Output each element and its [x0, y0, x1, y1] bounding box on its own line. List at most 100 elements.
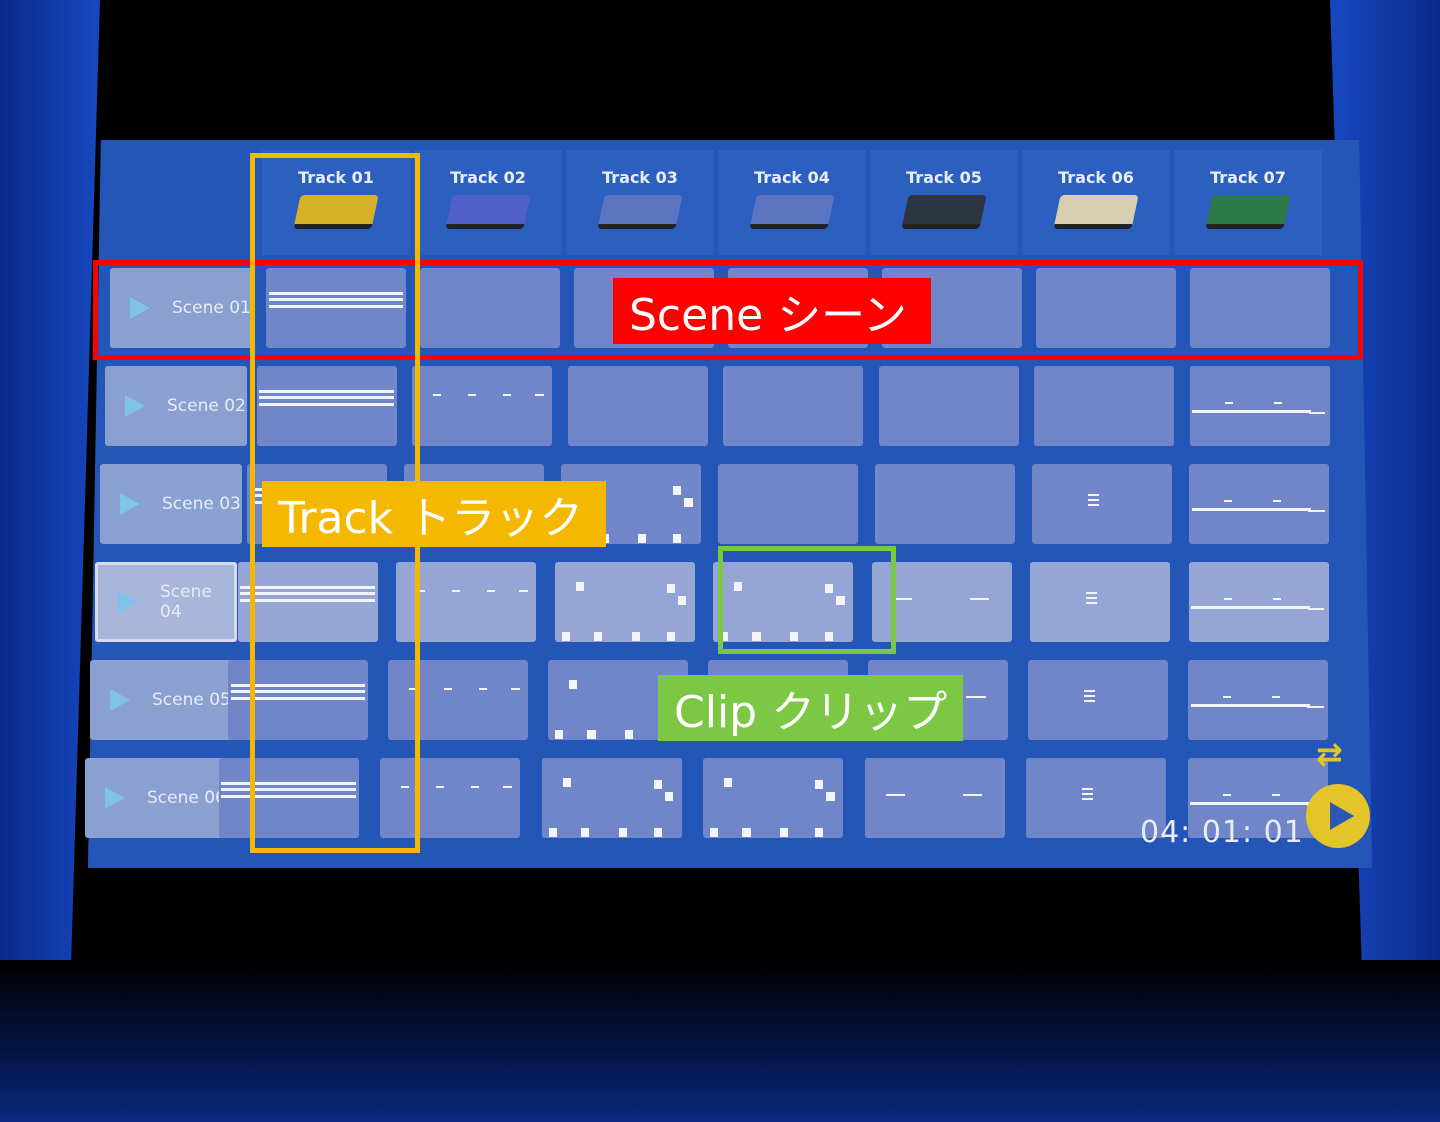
clip-note	[1307, 706, 1324, 709]
track-header[interactable]: Track 06	[1022, 150, 1170, 255]
clip-note	[519, 590, 528, 592]
clip[interactable]	[1026, 758, 1166, 838]
clip-note	[1308, 412, 1326, 415]
clip-note	[892, 598, 913, 600]
clip-note	[569, 680, 578, 689]
clip-note	[221, 794, 356, 798]
clip[interactable]	[412, 366, 552, 446]
clip[interactable]	[266, 268, 406, 348]
clip[interactable]	[1189, 464, 1329, 544]
clip-note	[417, 590, 426, 592]
clip-note	[587, 730, 596, 740]
clip-note	[259, 390, 394, 393]
clip[interactable]	[864, 758, 1005, 838]
clip[interactable]	[554, 562, 695, 642]
clip-note	[580, 828, 590, 838]
clip-note	[436, 786, 445, 788]
scene-launch-button[interactable]: Scene 02	[105, 366, 247, 446]
clip[interactable]	[1032, 464, 1172, 544]
clip-note	[240, 598, 375, 602]
play-button[interactable]	[1306, 784, 1370, 848]
clip[interactable]	[1187, 758, 1328, 838]
clip-slot-empty[interactable]	[1034, 366, 1174, 446]
clip-note	[638, 534, 647, 544]
clip-note	[1086, 597, 1098, 600]
clip[interactable]	[388, 660, 528, 740]
clip-slot-empty[interactable]	[878, 366, 1019, 446]
clip[interactable]	[237, 562, 378, 642]
clip-note	[1082, 793, 1094, 796]
clip[interactable]	[541, 758, 682, 838]
synth-icon	[445, 195, 531, 229]
clip[interactable]	[1189, 366, 1330, 446]
clip[interactable]	[871, 562, 1012, 642]
scene-launch-button[interactable]: Scene 04	[95, 562, 237, 642]
clip-slot-empty[interactable]	[718, 464, 858, 544]
clip-note	[815, 828, 824, 838]
scene-launch-button[interactable]: Scene 06	[85, 758, 227, 838]
clip-note	[548, 828, 557, 838]
clip-note	[653, 779, 662, 789]
clip-slot-empty[interactable]	[420, 268, 560, 348]
synth-icon	[1053, 195, 1139, 229]
clip-note	[1084, 690, 1096, 693]
scene-annotation: Scene シーン	[613, 278, 931, 344]
clip-note	[240, 592, 375, 596]
loop-icon[interactable]: ⇄	[1316, 735, 1343, 773]
clip-note	[259, 396, 394, 400]
clip-slot-empty[interactable]	[567, 366, 708, 446]
track-header[interactable]: Track 01	[262, 150, 410, 255]
clip[interactable]	[218, 758, 359, 838]
clip-note	[1308, 510, 1325, 513]
clip[interactable]	[703, 758, 843, 838]
clip-note	[268, 304, 404, 308]
clip-annotation: Clip クリップ	[658, 675, 964, 741]
clip-note	[230, 684, 366, 687]
track-header[interactable]: Track 03	[566, 150, 714, 255]
stage-wall-left	[0, 0, 100, 1000]
clip[interactable]	[380, 758, 520, 838]
clip[interactable]	[228, 660, 368, 740]
play-triangle-icon	[130, 297, 150, 319]
track-name: Track 05	[906, 168, 982, 187]
clip[interactable]	[1188, 562, 1329, 642]
clip-note	[673, 485, 682, 495]
clip-note	[826, 791, 835, 801]
clip-note	[468, 394, 477, 396]
scene-launch-button[interactable]: Scene 01	[110, 268, 252, 348]
scene-launch-button[interactable]: Scene 05	[90, 660, 232, 740]
clip-note	[962, 794, 983, 796]
clip[interactable]	[1188, 660, 1328, 740]
clip-note	[666, 632, 675, 642]
clip-note	[1307, 608, 1325, 611]
track-header[interactable]: Track 07	[1174, 150, 1322, 255]
clip-note	[221, 788, 356, 792]
clip-note	[836, 595, 845, 605]
clip-note	[452, 590, 461, 592]
clip-note	[1082, 798, 1094, 800]
scene-launch-button[interactable]: Scene 03	[100, 464, 242, 544]
clip[interactable]	[1028, 660, 1168, 740]
clip-slot-empty[interactable]	[1036, 268, 1176, 348]
clip-note	[562, 778, 571, 787]
clip[interactable]	[713, 562, 853, 642]
clip-slot-empty[interactable]	[875, 464, 1015, 544]
clip-note	[1088, 504, 1100, 506]
play-triangle-icon	[110, 689, 130, 711]
clip-note	[503, 786, 512, 788]
clip-note	[268, 292, 404, 295]
clip[interactable]	[1030, 562, 1170, 642]
clip-note	[444, 688, 453, 690]
clip-slot-empty[interactable]	[723, 366, 863, 446]
clip-note	[1192, 410, 1312, 413]
clip-note	[259, 402, 394, 406]
track-header[interactable]: Track 04	[718, 150, 866, 255]
clip[interactable]	[256, 366, 397, 446]
clip-note	[401, 786, 410, 788]
track-header[interactable]: Track 02	[414, 150, 562, 255]
stage-floor	[0, 960, 1440, 1122]
clip-slot-empty[interactable]	[1190, 268, 1330, 348]
clip[interactable]	[396, 562, 536, 642]
clip-note	[1088, 499, 1100, 502]
track-header[interactable]: Track 05	[870, 150, 1018, 255]
